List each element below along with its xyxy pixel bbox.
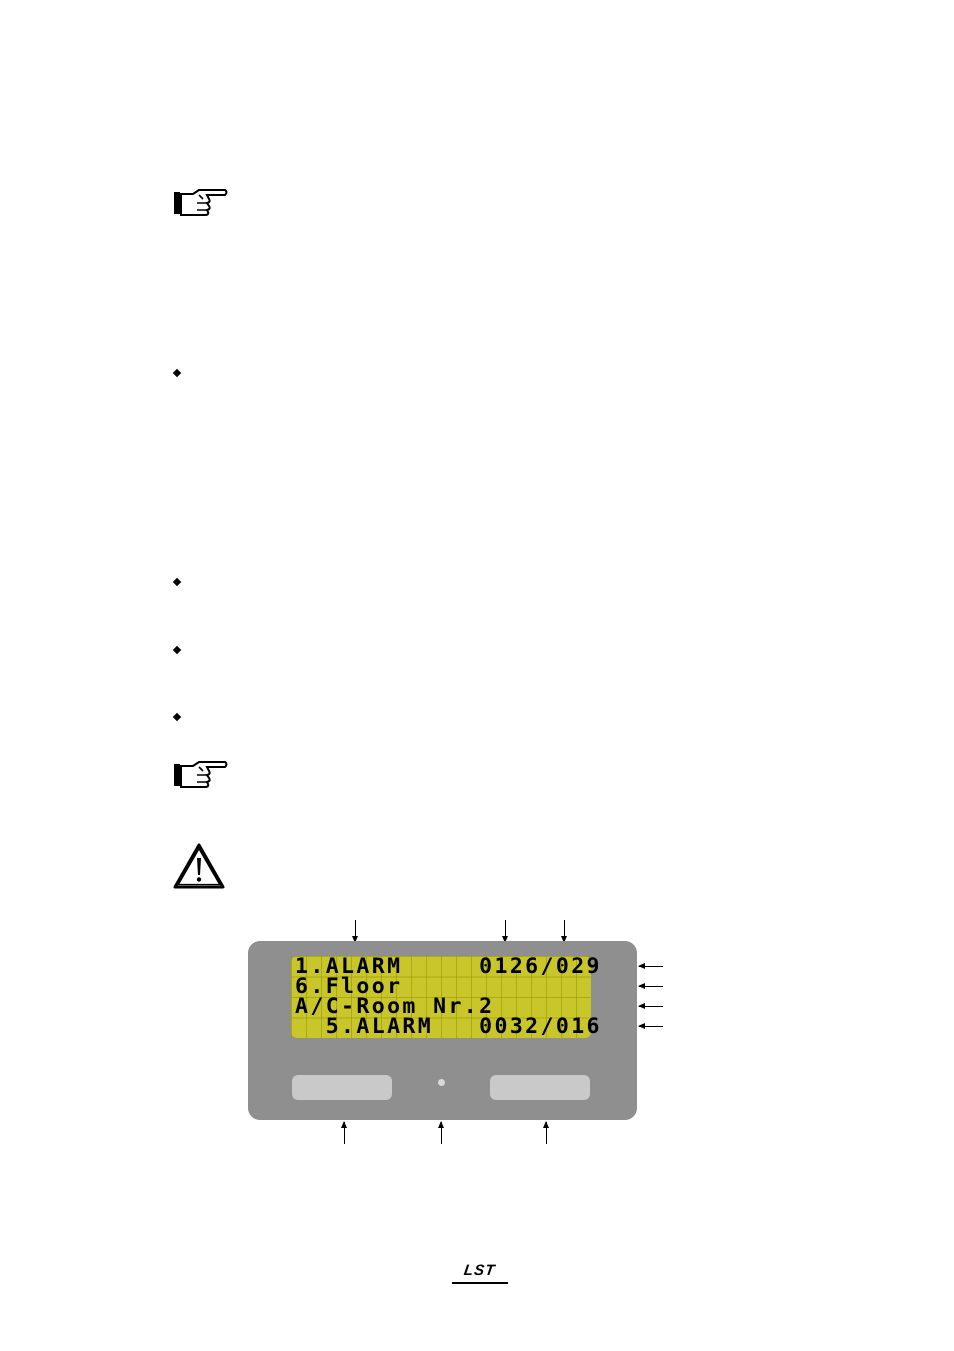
left-soft-key[interactable] — [292, 1075, 392, 1100]
pointer-arrow — [638, 1023, 663, 1029]
diamond-bullet-icon — [172, 577, 182, 587]
status-led — [438, 1079, 445, 1086]
pointer-arrow — [438, 1121, 444, 1144]
pointer-arrow — [638, 1003, 663, 1009]
display-line-3: A/C-Room Nr.2 — [295, 994, 495, 1019]
pointer-arrow — [502, 920, 508, 943]
right-soft-key[interactable] — [490, 1075, 590, 1100]
diamond-bullet-icon — [172, 645, 182, 655]
pointer-arrow — [352, 920, 358, 943]
pointing-hand-icon — [173, 188, 229, 218]
display-line-4: 5.ALARM 0032/016 — [295, 1014, 602, 1039]
logo-text: LST — [463, 1262, 497, 1279]
pointer-arrow — [543, 1121, 549, 1144]
pointer-arrow — [561, 920, 567, 943]
logo-underline — [452, 1282, 508, 1284]
display-line-1: 1.ALARM 0126/029 — [295, 954, 602, 979]
diamond-bullet-icon — [172, 368, 182, 378]
lst-logo: LST — [452, 1262, 508, 1284]
display-line-2: 6.Floor — [295, 974, 403, 999]
pointer-arrow — [638, 983, 663, 989]
pointer-arrow — [638, 963, 663, 969]
pointing-hand-icon — [173, 760, 229, 790]
lcd-display: 1.ALARM 0126/029 6.Floor A/C-Room Nr.2 5… — [291, 956, 599, 1038]
pointer-arrow — [341, 1121, 347, 1144]
diamond-bullet-icon — [172, 712, 182, 722]
lcd-character-grid — [291, 956, 591, 1038]
warning-triangle-icon — [173, 843, 225, 889]
